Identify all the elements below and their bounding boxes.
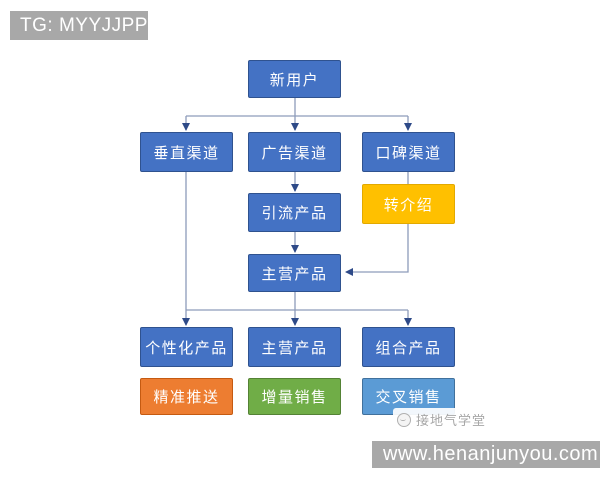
telegram-tag-badge: TG: MYYJJPP [10,11,148,40]
node-word-of-mouth-channel: 口碑渠道 [362,132,455,172]
node-combo-product: 组合产品 [362,327,455,367]
node-personalized-product: 个性化产品 [140,327,233,367]
watermark-logo-icon [397,412,411,427]
connector-referral-to-main [345,224,409,276]
node-incremental-sales: 增量销售 [248,378,341,415]
node-referral: 转介绍 [362,184,455,224]
node-vertical-channel: 垂直渠道 [140,132,233,172]
website-url-bar: www.henanjunyou.com [372,441,600,468]
node-precise-push: 精准推送 [140,378,233,415]
node-main-product: 主营产品 [248,254,341,292]
node-new-user: 新用户 [248,60,341,98]
watermark-label: 接地气学堂 [416,413,487,428]
watermark: 接地气学堂 [393,408,491,431]
node-main-product-2: 主营产品 [248,327,341,367]
node-ad-channel: 广告渠道 [248,132,341,172]
node-lead-product: 引流产品 [248,193,341,232]
website-url: www.henanjunyou.com [383,443,599,465]
